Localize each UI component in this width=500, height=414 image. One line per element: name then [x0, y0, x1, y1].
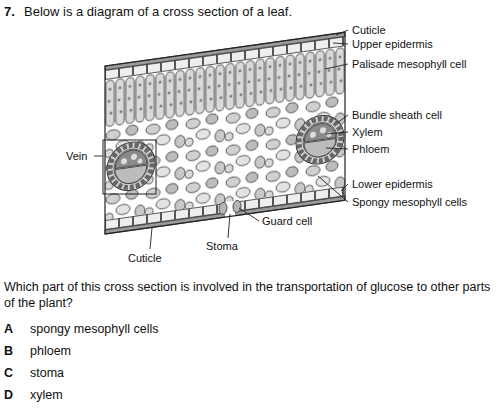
option-letter: A	[4, 322, 13, 338]
part-label: Phloem	[352, 143, 389, 157]
part-label: Cuticle	[352, 24, 386, 38]
option-text: xylem	[30, 388, 63, 404]
option-letter: D	[4, 388, 13, 404]
question-text: Which part of this cross section is invo…	[4, 280, 494, 311]
part-label: Stoma	[206, 240, 238, 254]
part-label: Vein	[66, 150, 87, 164]
question-number: 7.	[4, 4, 15, 20]
part-label: Bundle sheath cell	[352, 109, 442, 123]
part-label: Cuticle	[128, 252, 162, 266]
option-letter: B	[4, 344, 13, 360]
option-letter: C	[4, 366, 13, 382]
part-label: Lower epidermis	[352, 178, 433, 192]
option-text: spongy mesophyll cells	[30, 322, 159, 338]
option-text: phloem	[30, 344, 71, 360]
part-label: Xylem	[352, 126, 383, 140]
part-label: Palisade mesophyll cell	[352, 58, 466, 72]
intro-text: Below is a diagram of a cross section of…	[24, 4, 292, 20]
option-text: stoma	[30, 366, 64, 382]
part-label: Guard cell	[262, 215, 312, 229]
part-label: Spongy mesophyll cells	[352, 196, 467, 210]
part-label: Upper epidermis	[352, 38, 433, 52]
